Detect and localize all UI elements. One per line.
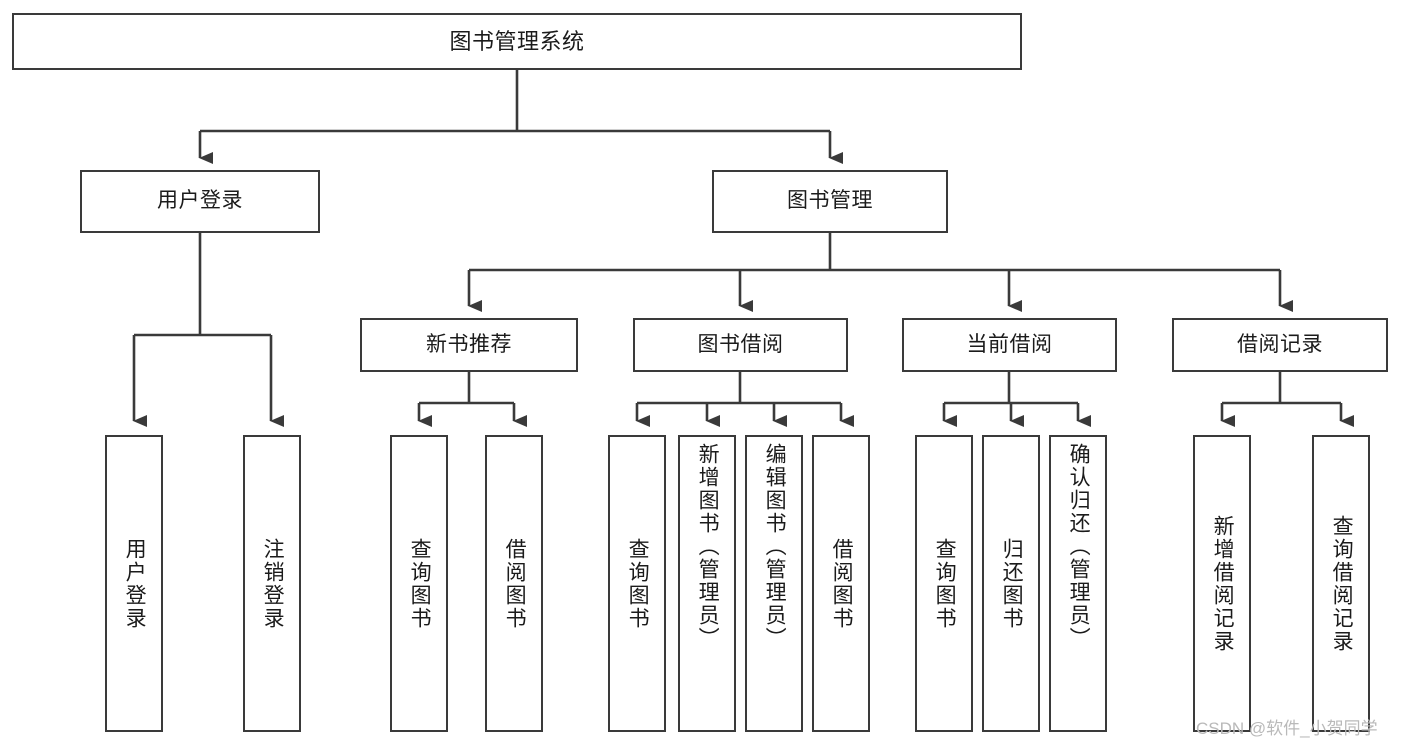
- node-label: 查询图书: [933, 537, 957, 630]
- node-label: 新增借阅记录: [1211, 514, 1235, 653]
- node-book-borrow[interactable]: 图书借阅: [633, 318, 848, 372]
- node-leaf-query-book-1[interactable]: 查询图书: [390, 435, 448, 732]
- node-label: 查询图书: [626, 537, 650, 630]
- node-current-borrow[interactable]: 当前借阅: [902, 318, 1117, 372]
- node-label: 用户登录: [157, 189, 243, 213]
- node-leaf-edit-book[interactable]: 编辑图书（管理员）: [745, 435, 803, 732]
- node-label: 新增图书（管理员）: [696, 443, 720, 650]
- node-leaf-borrow-book-1[interactable]: 借阅图书: [485, 435, 543, 732]
- node-label: 归还图书: [1000, 537, 1024, 630]
- node-leaf-confirm-return[interactable]: 确认归还（管理员）: [1049, 435, 1107, 732]
- node-label: 新书推荐: [426, 332, 512, 356]
- node-new-book-recommend[interactable]: 新书推荐: [360, 318, 578, 372]
- node-borrow-record[interactable]: 借阅记录: [1172, 318, 1388, 372]
- node-leaf-return-book[interactable]: 归还图书: [982, 435, 1040, 732]
- node-leaf-query-book-2[interactable]: 查询图书: [608, 435, 666, 732]
- node-leaf-user-login[interactable]: 用户登录: [105, 435, 163, 732]
- node-label: 编辑图书（管理员）: [763, 443, 787, 650]
- node-label: 用户登录: [123, 537, 147, 630]
- node-label: 当前借阅: [966, 332, 1053, 356]
- node-user-login[interactable]: 用户登录: [80, 170, 320, 233]
- node-label: 借阅图书: [830, 537, 854, 630]
- node-leaf-add-record[interactable]: 新增借阅记录: [1193, 435, 1251, 732]
- watermark-text: CSDN @软件_小贺同学: [1196, 719, 1378, 738]
- node-label: 借阅记录: [1237, 332, 1323, 356]
- node-leaf-query-record[interactable]: 查询借阅记录: [1312, 435, 1370, 732]
- node-label: 借阅图书: [503, 537, 527, 630]
- node-label: 查询借阅记录: [1330, 514, 1354, 653]
- node-label: 图书借阅: [697, 332, 784, 356]
- node-leaf-logout[interactable]: 注销登录: [243, 435, 301, 732]
- node-leaf-add-book[interactable]: 新增图书（管理员）: [678, 435, 736, 732]
- node-book-manage[interactable]: 图书管理: [712, 170, 948, 233]
- node-label: 图书管理: [787, 189, 873, 213]
- node-leaf-query-book-3[interactable]: 查询图书: [915, 435, 973, 732]
- node-label: 确认归还（管理员）: [1067, 443, 1091, 650]
- node-root-system[interactable]: 图书管理系统: [12, 13, 1022, 70]
- node-leaf-borrow-book-2[interactable]: 借阅图书: [812, 435, 870, 732]
- node-label: 注销登录: [261, 537, 285, 630]
- node-label: 查询图书: [408, 537, 432, 630]
- node-label: 图书管理系统: [449, 28, 585, 54]
